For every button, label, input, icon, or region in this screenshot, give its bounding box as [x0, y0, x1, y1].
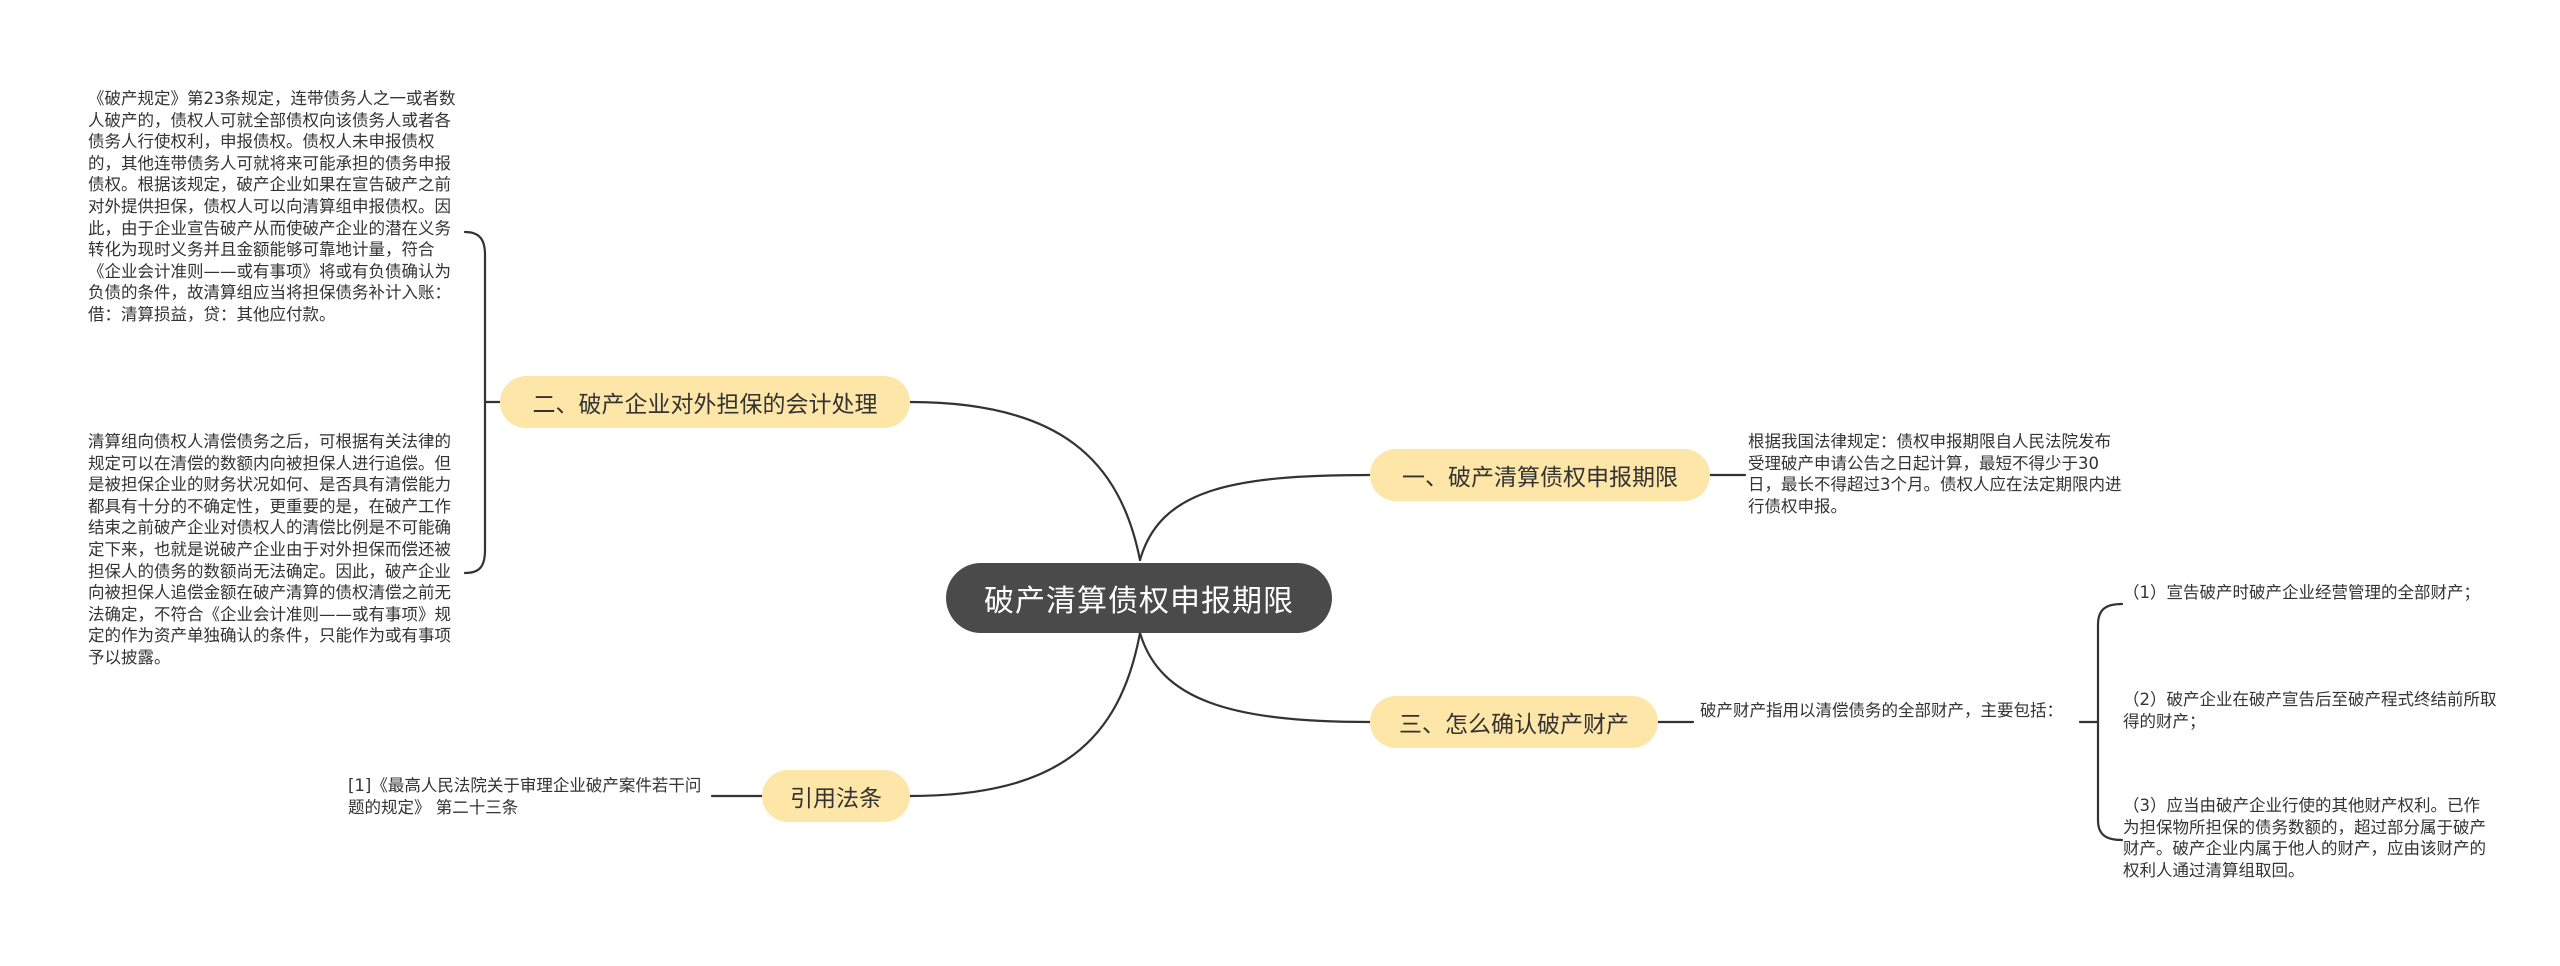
sub-note-2: （2）破产企业在破产宣告后至破产程式终结前所取得的财产；	[2123, 690, 2497, 731]
branch-node-4[interactable]: 引用法条	[762, 770, 910, 822]
sub-note-3: （3）应当由破产企业行使的其他财产权利。已作为担保物所担保的债务数额的，超过部分…	[2123, 796, 2486, 880]
branch-2-note-2: 清算组向债权人清偿债务之后，可根据有关法律的规定可以在清偿的数额内向被担保人进行…	[88, 432, 451, 667]
bracket-branch-2-notes	[463, 230, 487, 575]
edge-root-branch-2	[908, 400, 1142, 562]
branch-node-1[interactable]: 一、破产清算债权申报期限	[1370, 449, 1710, 501]
edge-root-branch-4	[908, 631, 1142, 798]
branch-node-3[interactable]: 三、怎么确认破产财产	[1370, 696, 1658, 748]
branch-4-note: [1]《最高人民法院关于审理企业破产案件若干问题的规定》 第二十三条	[348, 776, 702, 817]
branch-3-note: 破产财产指用以清偿债务的全部财产，主要包括：	[1700, 701, 2063, 720]
root-node[interactable]: 破产清算债权申报期限	[946, 563, 1332, 633]
sub-note-1: （1）宣告破产时破产企业经营管理的全部财产；	[2123, 583, 2480, 602]
bracket-sub-notes	[2096, 602, 2124, 842]
branch-2-note-1: 《破产规定》第23条规定，连带债务人之一或者数人破产的，债权人可就全部债权向该债…	[88, 89, 456, 324]
edge-root-branch-3	[1138, 631, 1372, 724]
branch-1-note: 根据我国法律规定：债权申报期限自人民法院发布受理破产申请公告之日起计算，最短不得…	[1748, 432, 2122, 516]
edge-root-branch-1	[1138, 473, 1372, 562]
branch-node-2[interactable]: 二、破产企业对外担保的会计处理	[500, 376, 910, 428]
